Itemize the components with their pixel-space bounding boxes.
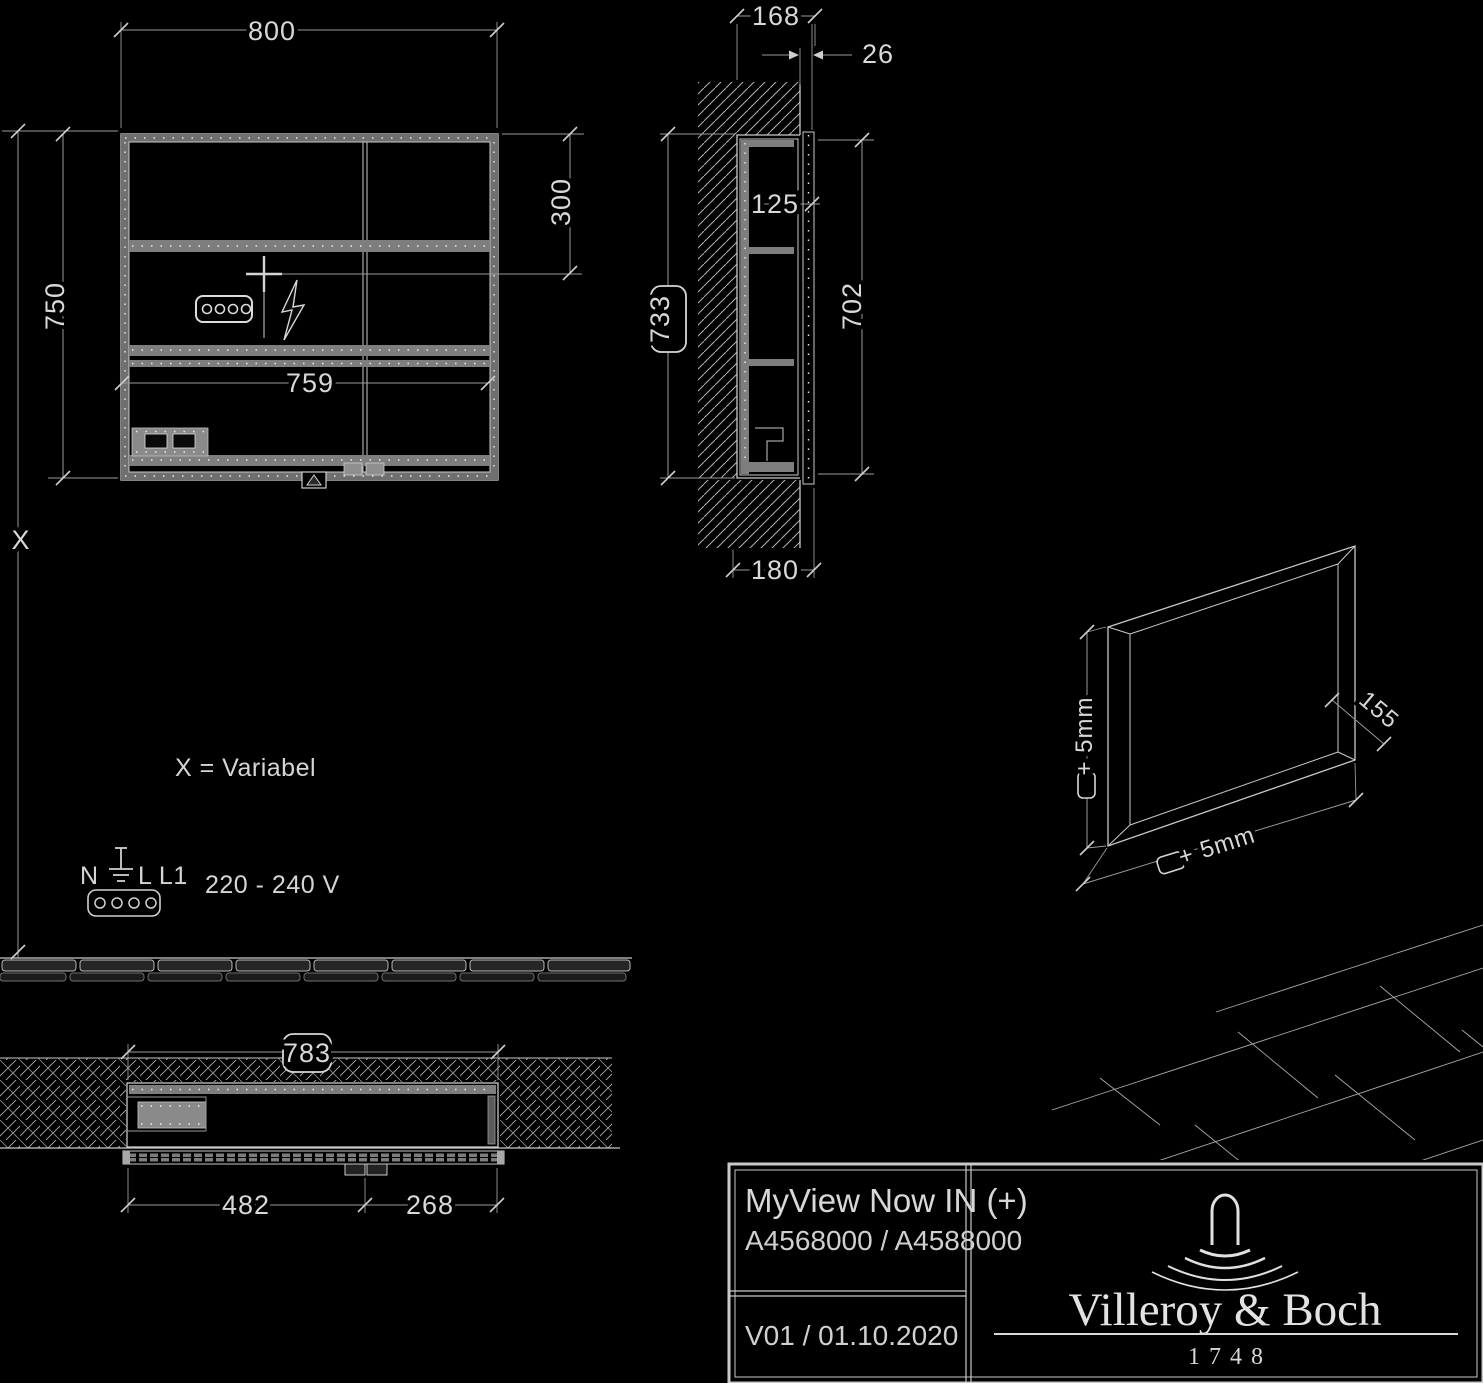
dim-label-inner-width: 759 (286, 368, 334, 398)
dim-label-inner-depth: 125 (751, 189, 799, 219)
dim-label-width: 800 (248, 16, 296, 46)
side-section-view (698, 82, 815, 548)
mirror-door-section (802, 131, 815, 485)
handle-plan-right (366, 1163, 388, 1176)
dim-label-variable: X (11, 525, 30, 555)
boxed-dimension-frame (282, 1033, 332, 1073)
dim-label-left-door: 482 (222, 1190, 270, 1220)
dim-label-inner-height: 702 (837, 282, 867, 330)
door-handle-left (343, 462, 363, 476)
terminal-n-label: N (80, 862, 99, 890)
mounting-bracket (755, 427, 784, 461)
terminal-annotation: N L L1 (80, 847, 188, 917)
plan-section-dimensions: 783 482 268 (120, 1033, 506, 1224)
dim-label-height: 750 (40, 282, 70, 330)
cabinet-plan-outline (126, 1082, 499, 1148)
terminal-l-label: L L1 (138, 862, 188, 890)
dim-label-right-door: 268 (406, 1190, 454, 1220)
socket-plate-plan (127, 1096, 207, 1132)
wall-hatch-upper (698, 82, 800, 478)
door-handle-right (365, 462, 385, 476)
plan-section-view (0, 1057, 620, 1176)
cabinet-carcass (739, 138, 799, 476)
niche-outline (736, 134, 800, 479)
dim-label-top-offset: 300 (546, 178, 576, 226)
brand-name: Villeroy & Boch (1068, 1284, 1381, 1336)
dim-label-depth-total: 168 (752, 1, 800, 31)
wall-hatch-plan (0, 1058, 612, 1148)
lightning-bolt-icon (280, 279, 306, 341)
glass-shelves (129, 240, 490, 466)
dim-label-niche-width: 783 (283, 1038, 331, 1068)
internal-socket-plate (131, 427, 209, 457)
niche-height-label: + 5mm (1067, 692, 1102, 799)
title-block: MyView Now IN (+) A4568000 / A4588000 V0… (727, 1162, 1483, 1383)
svg-text:+ 5mm: + 5mm (1071, 696, 1098, 775)
floor-tiles-perspective (1051, 924, 1483, 1160)
wall-hatch-lower (698, 480, 800, 548)
dim-label-niche-depth: 180 (751, 555, 799, 585)
brand-logo-icon (1151, 1193, 1299, 1291)
socket-symbol (195, 295, 253, 323)
version-date: V01 / 01.10.2020 (745, 1320, 958, 1351)
variable-note: X = Variabel (175, 754, 316, 782)
brand-year: 1748 (1188, 1344, 1272, 1370)
product-title: MyView Now IN (+) (745, 1182, 1028, 1219)
floor-line (0, 957, 632, 982)
power-connection-mark (246, 256, 582, 338)
level-mark (301, 471, 327, 489)
dim-label-niche-height: 733 (645, 295, 675, 343)
voltage-note: 220 - 240 V (205, 871, 340, 899)
side-view-dimensions: 168 26 125 733 702 180 (641, 0, 897, 589)
front-view (120, 133, 582, 489)
article-numbers: A4568000 / A4588000 (745, 1225, 1022, 1256)
earth-ground-icon (109, 847, 133, 882)
front-view-dimensions: 800 750 X 300 759 (2, 12, 584, 960)
boxed-dimension-frame (650, 285, 687, 353)
terminal-block-icon (87, 889, 161, 917)
mirror-doors-plan (122, 1150, 505, 1176)
handle-plan-left (344, 1163, 366, 1176)
dim-label-door-protrusion: 26 (862, 39, 894, 69)
